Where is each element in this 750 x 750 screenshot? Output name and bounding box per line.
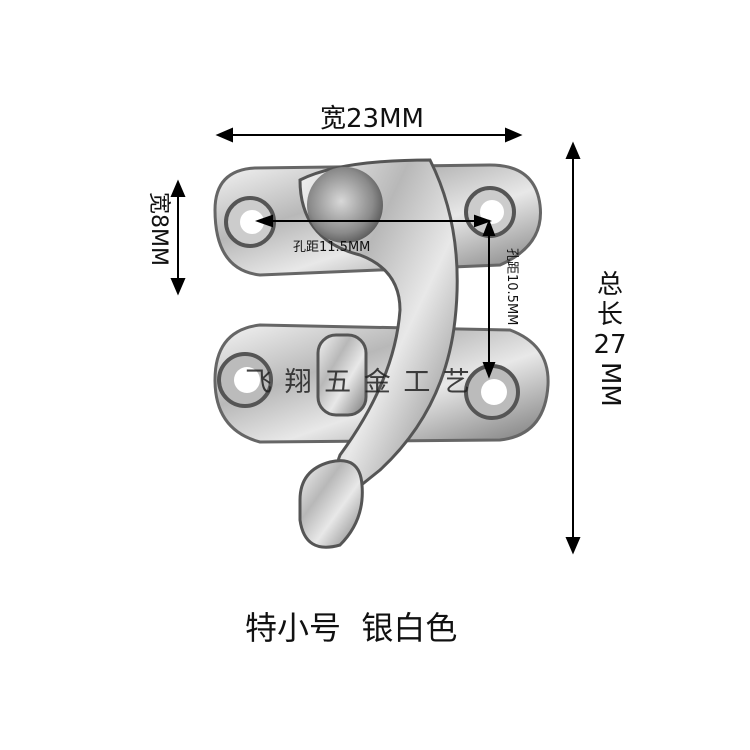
height-label: 宽8MM xyxy=(146,192,171,266)
hook xyxy=(298,158,459,549)
hole-spacing-vertical-label: 孔距10.5MM xyxy=(504,248,519,326)
watermark: 飞 翔 五 金 工 艺 xyxy=(245,367,472,398)
total-length-label: 总 长 27 MM xyxy=(585,270,635,420)
total-length-number: 27 xyxy=(593,330,627,360)
total-length-char: 总 xyxy=(596,270,623,300)
total-length-char: 长 xyxy=(596,300,623,330)
total-length-unit: MM xyxy=(595,362,625,407)
hole-spacing-horizontal-label: 孔距11.5MM xyxy=(293,240,371,255)
dimension-arrows xyxy=(170,127,581,555)
width-label: 宽23MM xyxy=(320,104,424,134)
caption: 特小号 银白色 xyxy=(245,609,458,647)
